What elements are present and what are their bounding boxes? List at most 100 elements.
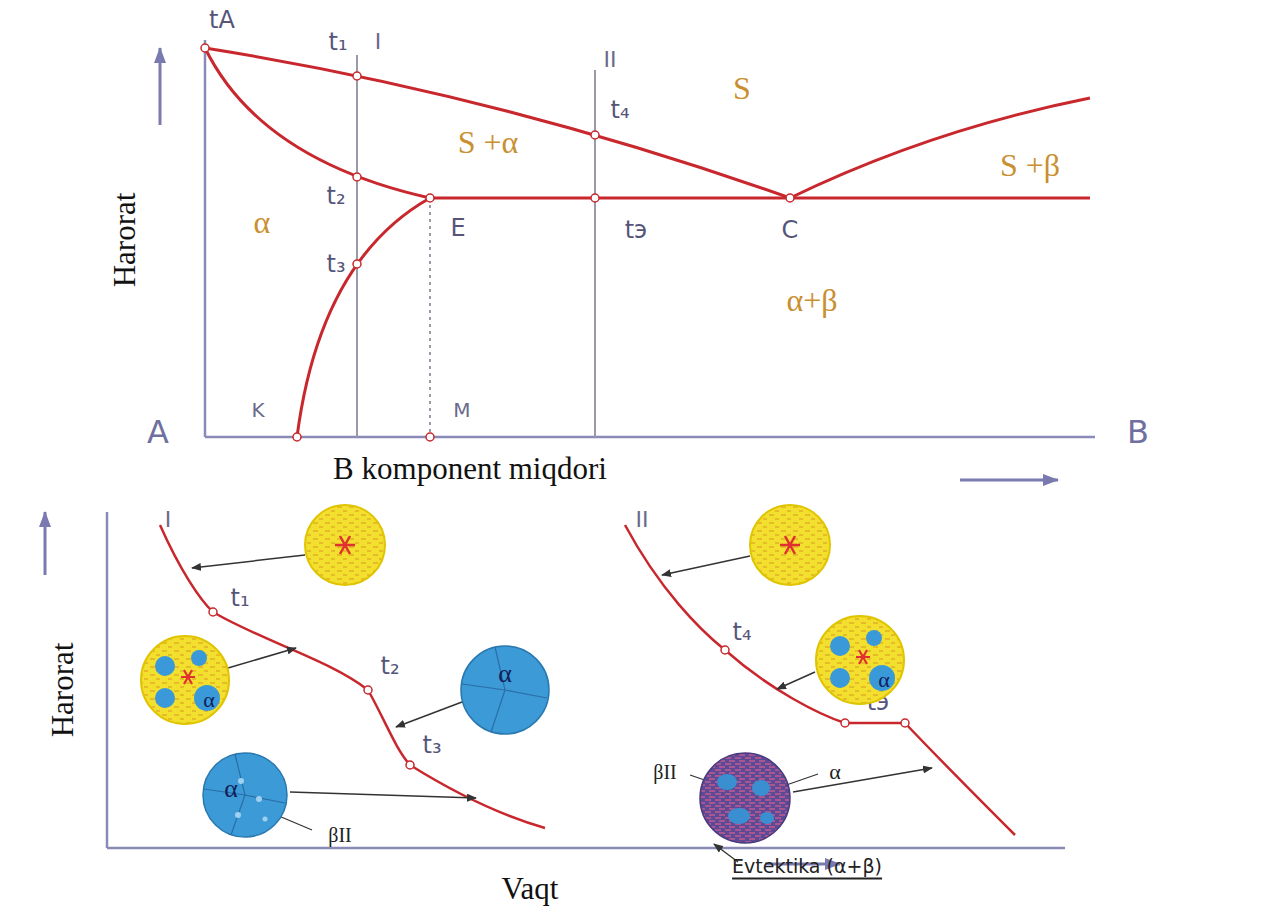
drawing-circle: [353, 260, 361, 268]
drawing-line: [192, 555, 305, 568]
drawing-path: [430, 197, 1090, 200]
liquid-circle: [305, 505, 385, 585]
drawing-circle: [203, 753, 287, 837]
microstructure-node: βIIαEvtektika (α+β): [699, 752, 791, 844]
temperature-label: t₄: [732, 620, 751, 644]
drawing-line: [356, 55, 358, 437]
temperature-label: t₂: [380, 654, 399, 678]
microstructure-circle: [202, 752, 288, 838]
temperature-label: t₂: [326, 184, 345, 208]
phase-label: α+β: [786, 284, 837, 316]
phase-label: α: [878, 669, 890, 691]
drawing-path: [205, 48, 430, 198]
drawing-line: [107, 847, 1065, 850]
drawing-circle: [461, 646, 549, 734]
microstructure-node: α: [460, 645, 550, 735]
liquid-circle: [750, 505, 830, 585]
phase-label: Evtektika (α+β): [732, 857, 882, 880]
drawing-circle: [700, 753, 790, 843]
component-label: A: [147, 416, 169, 448]
drawing-circle: [750, 505, 830, 585]
temperature-label: t₃: [326, 252, 345, 276]
microstructure-circle: [699, 752, 791, 844]
axis-title: Harorat: [47, 643, 78, 738]
microstructure-node: αβII: [202, 752, 288, 838]
drawing-line: [429, 198, 431, 437]
drawing-circle: [721, 646, 729, 654]
phase-label: S +β: [1000, 149, 1060, 181]
drawing-path: [335, 536, 355, 554]
drawing-circle: [901, 719, 909, 727]
drawing-ellipse: [717, 774, 737, 790]
drawing-line: [106, 512, 109, 848]
microstructure-circle: [460, 645, 550, 735]
temperature-label: t₄: [610, 98, 629, 122]
drawing-circle: [869, 665, 895, 691]
drawing-path: [205, 48, 790, 198]
drawing-circle: [263, 817, 268, 822]
drawing-circle: [235, 812, 241, 818]
drawing-circle: [426, 433, 434, 441]
component-label: B: [1127, 416, 1149, 448]
drawing-circle: [209, 608, 217, 616]
drawing-ellipse: [728, 808, 750, 824]
drawing-circle: [155, 688, 175, 708]
drawing-line: [594, 70, 596, 437]
drawing-circle: [866, 630, 882, 646]
leader-lines: [260, 774, 818, 862]
curve-dots: [209, 608, 909, 769]
axis-title: Vaqt: [502, 873, 559, 904]
drawing-circle: [426, 194, 434, 202]
alloy-number: II: [604, 49, 617, 71]
cooling-curves: [160, 525, 1015, 835]
top-axes: [160, 40, 1095, 480]
drawing-circle: [191, 650, 207, 666]
bottom-axes: [45, 512, 1065, 864]
drawing-circle: [293, 433, 301, 441]
pointer-arrows: [192, 555, 932, 798]
drawing-path: [780, 536, 800, 554]
intersection-dots: [201, 44, 794, 441]
drawing-path: [297, 198, 430, 437]
drawing-line: [205, 436, 1095, 439]
phase-label: α: [203, 689, 215, 711]
drawing-circle: [353, 72, 361, 80]
alloy-lines: [357, 55, 595, 437]
drawing-line: [960, 479, 1058, 482]
drawing-ellipse: [760, 812, 774, 824]
drawing-circle: [238, 778, 244, 784]
drawing-circle: [591, 131, 599, 139]
point-label: K: [251, 400, 264, 420]
drawing-line: [793, 768, 932, 792]
drawing-circle: [353, 173, 361, 181]
point-label: M: [453, 400, 470, 420]
phase-lines: [205, 48, 1090, 437]
drawing-line: [228, 648, 296, 668]
microstructure-circle: [815, 615, 905, 705]
drawing-line: [44, 512, 47, 575]
temperature-label: tэ: [625, 218, 648, 242]
drawing-circle: [155, 656, 175, 676]
drawing-path: [462, 647, 547, 732]
drawing-circle: [194, 685, 220, 711]
temperature-label: tA: [209, 8, 235, 32]
temperature-label: E: [450, 216, 465, 240]
phase-label: α: [254, 206, 271, 238]
phase-label: S: [733, 72, 751, 104]
phase-label: α: [829, 761, 841, 783]
alloy-number: I: [165, 509, 172, 531]
drawing-line: [662, 556, 750, 575]
drawing-circle: [256, 796, 262, 802]
phase-label: S +α: [458, 126, 519, 158]
phase-label: α: [224, 776, 238, 802]
temperature-label: C: [782, 218, 799, 242]
microstructure-circle: [140, 635, 230, 725]
temperature-label: t₁: [328, 30, 347, 54]
drawing-path: [856, 650, 870, 664]
drawing-line: [159, 48, 162, 125]
drawing-circle: [830, 636, 850, 656]
drawing-path: [204, 754, 285, 835]
axis-title: Harorat: [109, 193, 140, 288]
